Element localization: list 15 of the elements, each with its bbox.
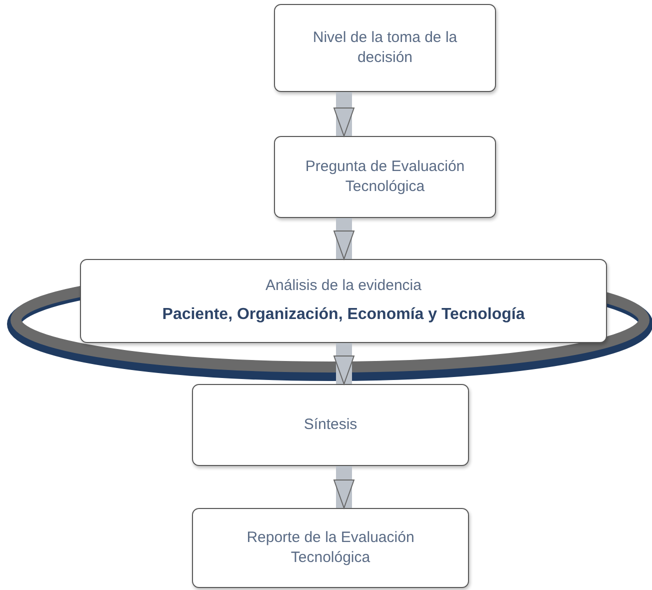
process-box [192, 508, 469, 588]
block-arrow [334, 92, 354, 136]
box-text: Nivel de la toma de la decisión [312, 28, 458, 68]
box-text: Reporte de la Evaluación Tecnológica [246, 528, 416, 568]
block-arrow [334, 343, 354, 384]
process-box [80, 259, 607, 343]
process-box [274, 136, 496, 218]
process-box [192, 384, 469, 466]
box-text: Análisis de la evidencia [266, 276, 422, 296]
block-arrow [334, 466, 354, 508]
box-text: Síntesis [304, 414, 358, 435]
process-box [274, 4, 496, 92]
block-arrow [334, 218, 354, 260]
box-text: Pregunta de Evaluación Tecnológica [304, 156, 466, 197]
subtitle-text: Paciente, Organización, Economía y Tecnología [162, 305, 525, 326]
